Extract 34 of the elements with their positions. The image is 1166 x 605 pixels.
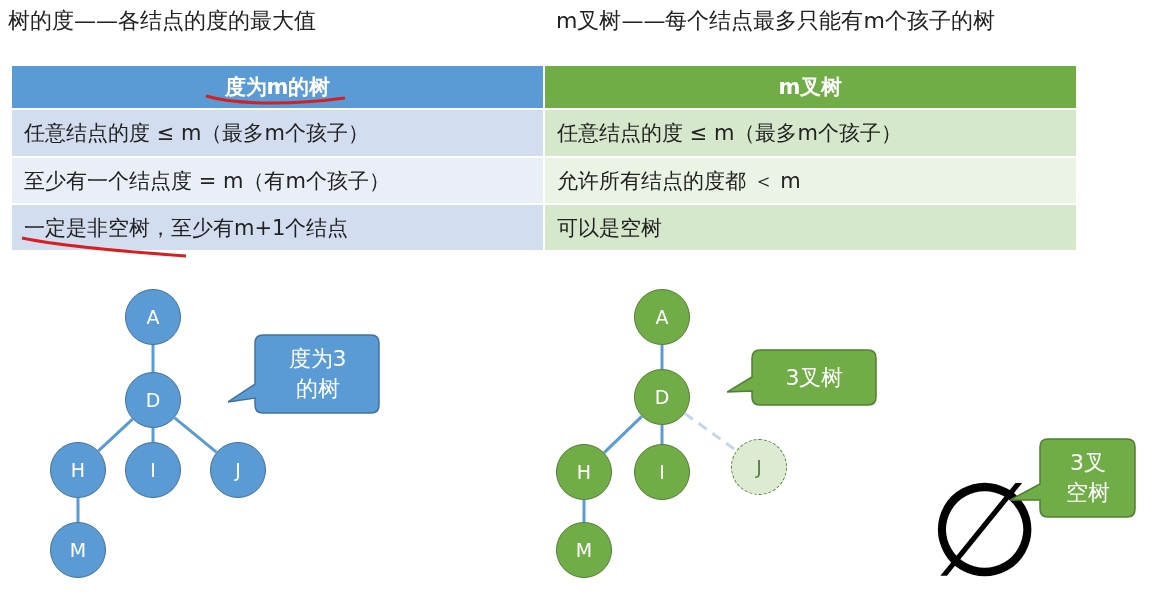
heading: 树的度——各结点的度的最大值 <box>8 7 316 35</box>
tree-edge <box>683 412 738 452</box>
callout-bubble: 度为3的树 <box>228 334 380 414</box>
tree-node: M <box>556 522 612 578</box>
tree-node: D <box>125 372 181 428</box>
tree-node: A <box>634 289 690 345</box>
tree-node: H <box>556 444 612 500</box>
tree-node: I <box>125 442 181 498</box>
tree-node: H <box>50 442 106 498</box>
table-cell: 至少有一个结点度 = m（有m个孩子） <box>12 158 543 203</box>
table-cell: 一定是非空树，至少有m+1个结点 <box>12 205 543 250</box>
tree-edge <box>660 345 664 369</box>
tree-node: D <box>634 369 690 425</box>
tree-edge <box>151 345 155 372</box>
table-header-cell: 度为m的树 <box>12 66 543 108</box>
tree-node: A <box>125 289 181 345</box>
table-cell: 任意结点的度 ≤ m（最多m个孩子） <box>545 110 1076 156</box>
tree-edge <box>76 498 80 522</box>
tree-edge <box>151 428 155 442</box>
tree-node: M <box>50 522 106 578</box>
tree-edge <box>97 418 134 452</box>
tree-edge <box>603 415 643 454</box>
tree-edge <box>173 416 218 454</box>
tree-edge <box>660 425 664 444</box>
table-cell: 可以是空树 <box>545 205 1076 250</box>
heading: m叉树——每个结点最多只能有m个孩子的树 <box>556 7 995 35</box>
tree-node: J <box>731 439 787 495</box>
tree-edge <box>582 500 586 522</box>
table-cell: 任意结点的度 ≤ m（最多m个孩子） <box>12 110 543 156</box>
callout-bubble: 3叉树 <box>727 349 877 406</box>
tree-node: I <box>634 444 690 500</box>
tree-node: J <box>210 442 266 498</box>
table-cell: 允许所有结点的度都 ＜ m <box>545 158 1076 203</box>
table-header-cell: m叉树 <box>545 66 1076 108</box>
